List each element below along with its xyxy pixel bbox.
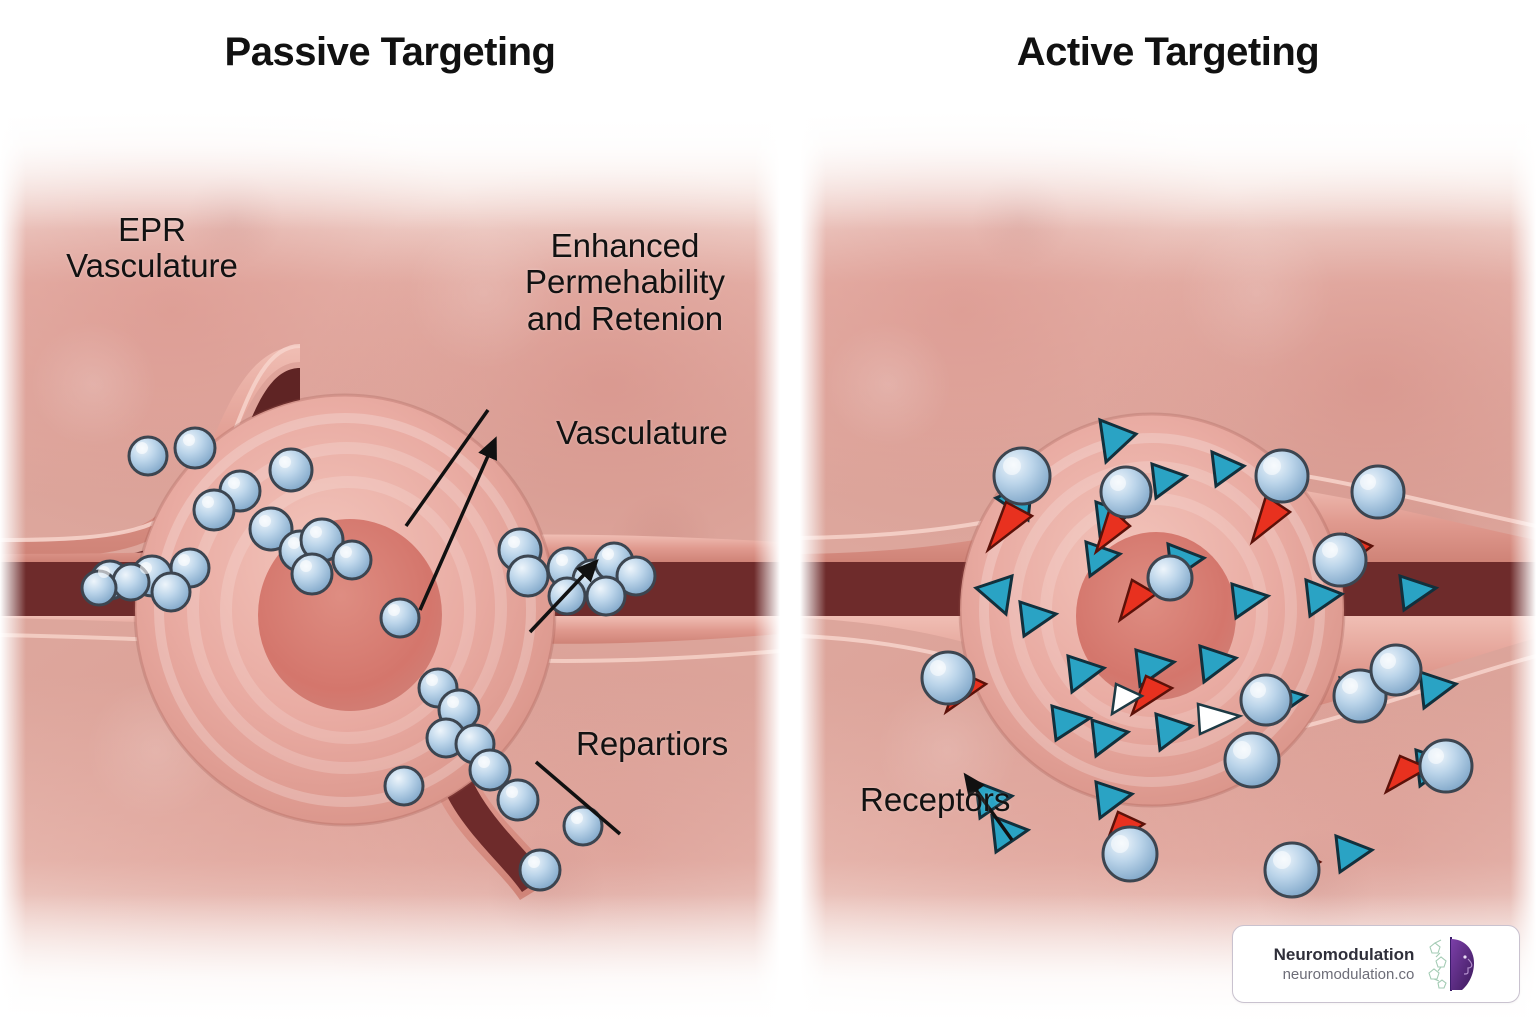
nanoparticle xyxy=(379,597,421,639)
nanoparticle xyxy=(615,555,657,597)
nanoparticle xyxy=(585,575,627,617)
label-vasculature: Vasculature xyxy=(556,414,728,451)
receptor xyxy=(1090,717,1132,759)
receptor xyxy=(1398,573,1440,613)
nanoparticle xyxy=(268,447,314,493)
receptor xyxy=(1230,581,1272,621)
watermark-badge[interactable]: Neuromodulation neuromodulation.co xyxy=(1232,925,1520,1003)
nanoparticle xyxy=(506,554,550,598)
nanoparticle xyxy=(1263,841,1321,899)
bound-receptor-group xyxy=(1110,682,1244,736)
leader-epr-2 xyxy=(418,436,497,611)
nanoparticle xyxy=(127,435,169,477)
tumor-ring-3 xyxy=(220,476,476,744)
nanoparticle-highlights xyxy=(930,457,1444,869)
nanoparticle xyxy=(1254,448,1310,504)
leader-receptors xyxy=(963,772,1014,842)
tumor-outline xyxy=(958,412,1346,808)
nanoparticle xyxy=(920,650,976,706)
nanoparticle xyxy=(1146,554,1194,602)
receptor xyxy=(1418,669,1460,711)
tumor-ring-2 xyxy=(187,442,507,774)
nanoparticle xyxy=(290,552,334,596)
receptor xyxy=(1098,417,1139,466)
receptor xyxy=(1210,449,1248,489)
panel-title-passive: Passive Targeting xyxy=(224,30,556,74)
label-repartiors: Repartiors xyxy=(576,725,729,762)
receptor xyxy=(1050,703,1094,743)
nanoparticle xyxy=(518,848,562,892)
nanoparticle xyxy=(150,571,192,613)
active-targeting-artwork xyxy=(800,412,1536,899)
panel-title-active: Active Targeting xyxy=(1016,30,1320,74)
label-receptors: Receptors xyxy=(860,781,1011,818)
receptor xyxy=(973,573,1014,617)
tumor-core xyxy=(1076,532,1236,700)
leader-epr-1 xyxy=(404,408,490,528)
nanoparticle-group xyxy=(920,446,1474,899)
passive-targeting-artwork xyxy=(0,344,780,900)
receptor xyxy=(1066,653,1108,695)
receptor xyxy=(1334,833,1376,875)
nanoparticle-highlights xyxy=(98,434,614,868)
nanoparticle xyxy=(383,765,425,807)
ligand xyxy=(1383,754,1431,795)
nanoparticle xyxy=(1418,738,1474,794)
nanoparticle xyxy=(173,426,217,470)
nanoparticle xyxy=(1223,731,1281,789)
label-enhanced-permeability: Enhanced Permehability and Retenion xyxy=(525,227,725,337)
nanoparticle xyxy=(80,569,118,607)
leader-vasculature xyxy=(528,559,599,634)
nanoparticle xyxy=(331,539,373,581)
ligand xyxy=(985,500,1035,554)
bound-receptor xyxy=(1196,702,1244,736)
watermark-url: neuromodulation.co xyxy=(1282,965,1415,983)
receptor xyxy=(1150,461,1190,501)
nanoparticle xyxy=(1239,673,1293,727)
nanoparticle xyxy=(1099,465,1153,519)
nanoparticle xyxy=(1312,532,1368,588)
panel-active-targeting xyxy=(800,110,1536,1024)
receptor xyxy=(1154,711,1196,753)
nanoparticle xyxy=(547,576,587,616)
receptor xyxy=(1304,577,1346,619)
nanoparticle xyxy=(992,446,1052,506)
ligand xyxy=(1249,494,1293,546)
label-epr-vasculature: EPR Vasculature xyxy=(66,211,238,285)
nanoparticle xyxy=(1350,464,1406,520)
ligand xyxy=(1117,578,1159,624)
receptor xyxy=(1094,779,1136,821)
receptor xyxy=(1018,599,1060,639)
leader-lines xyxy=(404,408,622,836)
tumor-ring-1 xyxy=(154,413,536,807)
receptor xyxy=(1198,643,1240,685)
bound-receptor xyxy=(1110,682,1145,717)
leader-repartiors xyxy=(534,760,622,836)
nanoparticle xyxy=(192,488,236,532)
nanoparticle xyxy=(1369,643,1423,697)
nanoparticle xyxy=(1101,825,1159,883)
neuromodulation-head-icon xyxy=(1428,937,1475,991)
watermark-name: Neuromodulation xyxy=(1273,944,1415,964)
nanoparticle xyxy=(496,778,540,822)
vessel-wall-top xyxy=(0,346,300,558)
